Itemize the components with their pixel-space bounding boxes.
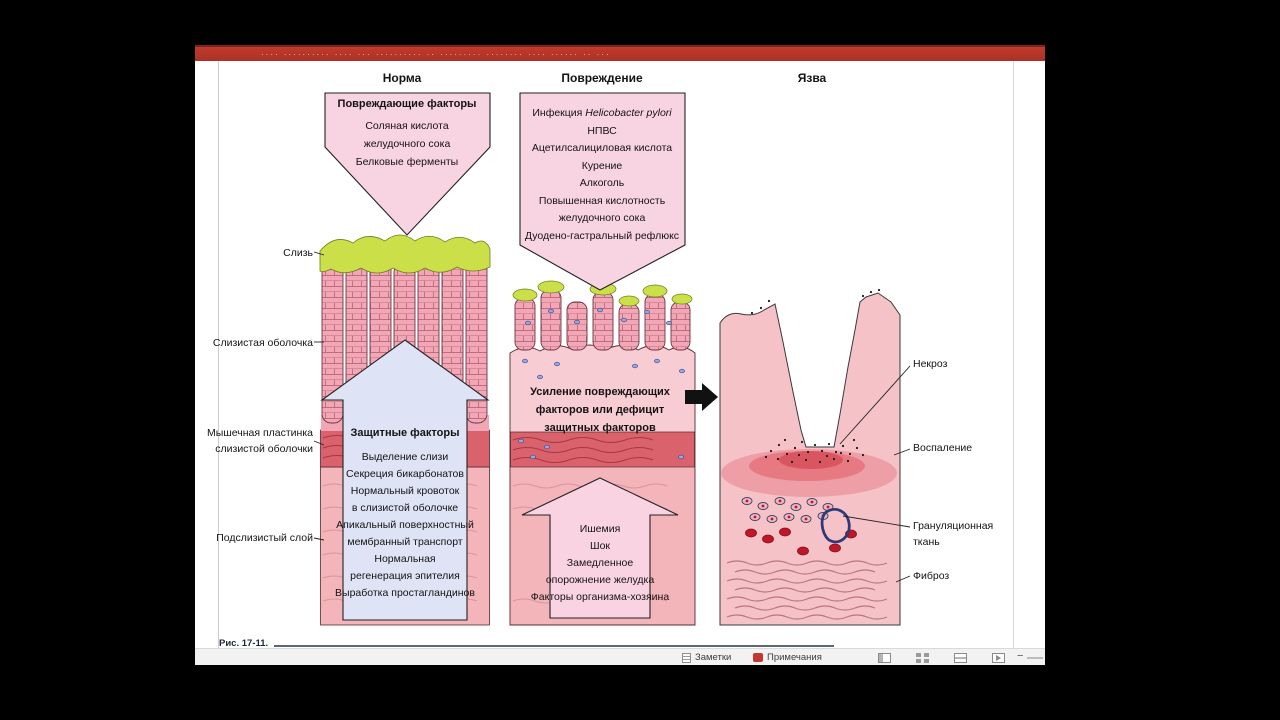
label-muscularis-1: Мышечная пластинка bbox=[207, 427, 313, 439]
label-submucosa: Подслизистый слой bbox=[216, 532, 313, 544]
slide-left-edge bbox=[218, 61, 219, 648]
label-fibrosis: Фиброз bbox=[913, 570, 950, 582]
slideshow-icon[interactable] bbox=[992, 653, 1005, 663]
figure-caption: Рис. 17-11. bbox=[219, 638, 999, 648]
inflammation-zone bbox=[721, 449, 897, 497]
protective-factors-arrow bbox=[320, 339, 490, 621]
comments-button[interactable]: Примечания bbox=[753, 651, 822, 664]
leader-lines bbox=[313, 251, 911, 583]
label-inflammation: Воспаление bbox=[913, 442, 973, 454]
notes-icon bbox=[682, 652, 691, 663]
ulcer-tissue-illustration bbox=[719, 288, 901, 626]
comments-label: Примечания bbox=[767, 652, 822, 663]
title-bar-text: ···· ·········· ···· ··· ·········· ·· ·… bbox=[261, 49, 611, 59]
label-granulation-2: ткань bbox=[913, 536, 940, 548]
zoom-slider[interactable] bbox=[1027, 657, 1043, 659]
column-header-damage: Повреждение bbox=[561, 71, 643, 85]
protective-factors-title: Защитные факторы bbox=[350, 427, 460, 439]
pathophysiology-diagram bbox=[313, 92, 911, 626]
label-granulation-1: Грануляционная bbox=[913, 520, 994, 532]
host-factors-list: Ишемия Шок Замедленное опорожнение желуд… bbox=[530, 523, 670, 603]
normal-view-icon[interactable] bbox=[878, 653, 891, 663]
damage-summary-text: Усиление повреждающих факторов или дефиц… bbox=[530, 386, 670, 434]
host-factors-arrow bbox=[521, 477, 679, 619]
cause-factors-list: Инфекция Helicobacter pylori НПВС Ацетил… bbox=[517, 105, 687, 245]
bacteria-dots bbox=[518, 307, 685, 460]
label-mucus: Слизь bbox=[283, 247, 313, 259]
damaging-factors-title: Повреждающие факторы bbox=[337, 98, 477, 110]
caption-clipped-text bbox=[274, 639, 835, 647]
transition-arrow bbox=[685, 383, 718, 411]
presentation-window: ···· ·········· ···· ··· ·········· ·· ·… bbox=[195, 45, 1045, 665]
damaging-factors-arrow bbox=[324, 92, 491, 236]
notes-label: Заметки bbox=[695, 652, 732, 663]
zoom-out-button[interactable]: − bbox=[1017, 650, 1024, 662]
protective-factors-list: Выделение слизи Секреция бикарбонатов Но… bbox=[335, 451, 475, 599]
label-necrosis: Некроз bbox=[913, 358, 948, 370]
column-header-normal: Норма bbox=[382, 71, 422, 85]
status-bar: Заметки Примечания − bbox=[195, 648, 1045, 665]
label-muscularis-2: слизистой оболочки bbox=[215, 443, 313, 455]
cause-factors-arrow bbox=[519, 92, 686, 291]
slide-canvas[interactable]: Норма Повреждение Язва Повреждающие факт… bbox=[195, 61, 1045, 648]
slide-right-edge bbox=[1013, 61, 1014, 648]
mucus-layer bbox=[319, 234, 491, 274]
damaged-tissue-illustration bbox=[509, 280, 696, 626]
necrosis-stipple bbox=[750, 288, 881, 464]
comments-icon bbox=[753, 653, 763, 662]
granulation-tissue bbox=[741, 497, 857, 556]
cause-line-hpylori: Инфекция Helicobacter pylori bbox=[532, 107, 672, 119]
label-mucosa: Слизистая оболочка bbox=[212, 337, 313, 349]
title-bar[interactable]: ···· ·········· ···· ··· ·········· ·· ·… bbox=[195, 45, 1045, 61]
fibrosis-lines bbox=[726, 560, 888, 620]
slide-sorter-icon[interactable] bbox=[916, 653, 929, 663]
damaging-factors-list: Соляная кислота желудочного сока Белковы… bbox=[355, 120, 459, 168]
figure-caption-prefix: Рис. 17-11. bbox=[219, 638, 269, 648]
reading-view-icon[interactable] bbox=[954, 653, 967, 663]
notes-button[interactable]: Заметки bbox=[682, 651, 731, 664]
column-header-ulcer: Язва bbox=[797, 71, 827, 85]
